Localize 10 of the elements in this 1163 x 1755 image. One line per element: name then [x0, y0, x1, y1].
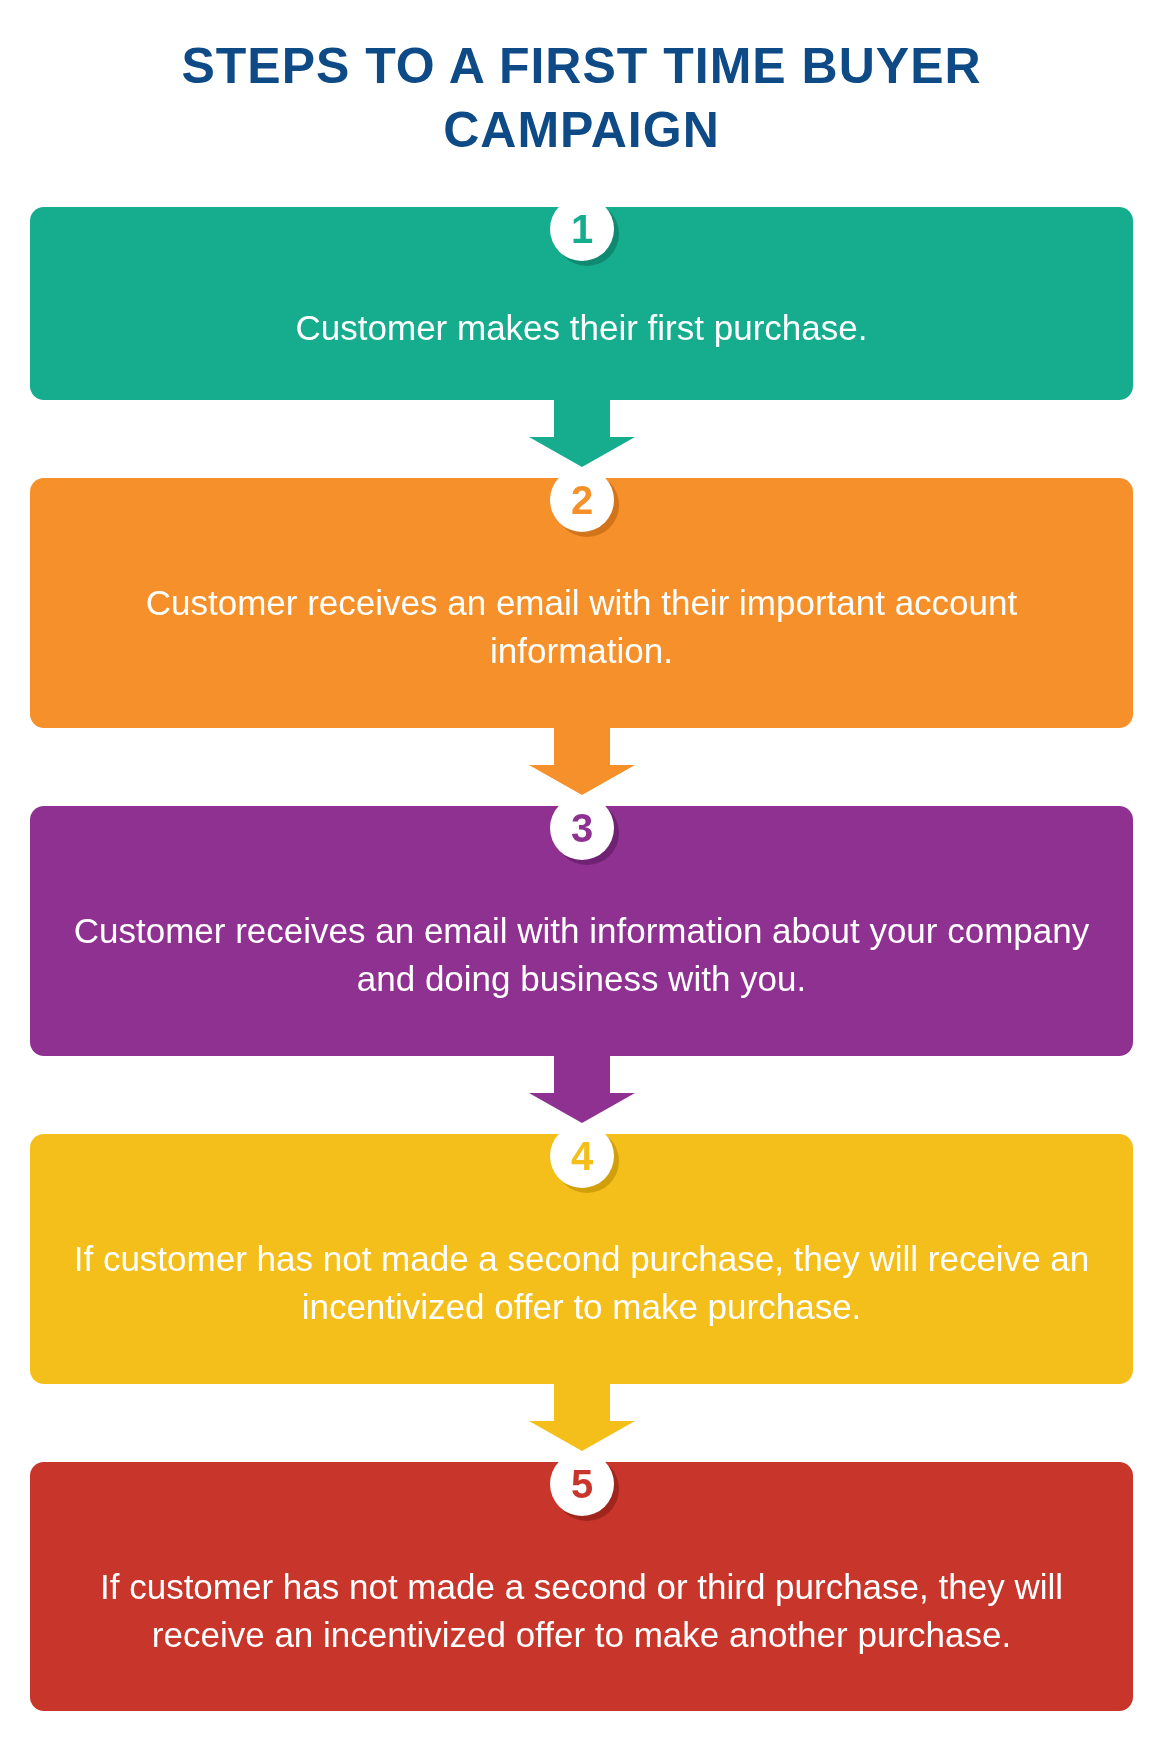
step-description: Customer makes their first purchase. [295, 306, 868, 349]
down-arrow [529, 728, 635, 795]
step-description: If customer has not made a second purchase, they will receive an incentivized offer to make purchase. [72, 1238, 1091, 1328]
step-description: Customer receives an email with their important account information. [144, 582, 1019, 672]
down-arrow [529, 1384, 635, 1451]
title: STEPS TO A FIRST TIME BUYER CAMPAIGN [180, 37, 983, 160]
down-arrow [529, 1056, 635, 1123]
down-arrow [529, 400, 635, 467]
step-description: Customer receives an email with information about your company and doing business with you. [72, 910, 1091, 1000]
step-description: If customer has not made a second or third purchase, they will receive an incentivized offer to make another purchase. [99, 1565, 1064, 1656]
